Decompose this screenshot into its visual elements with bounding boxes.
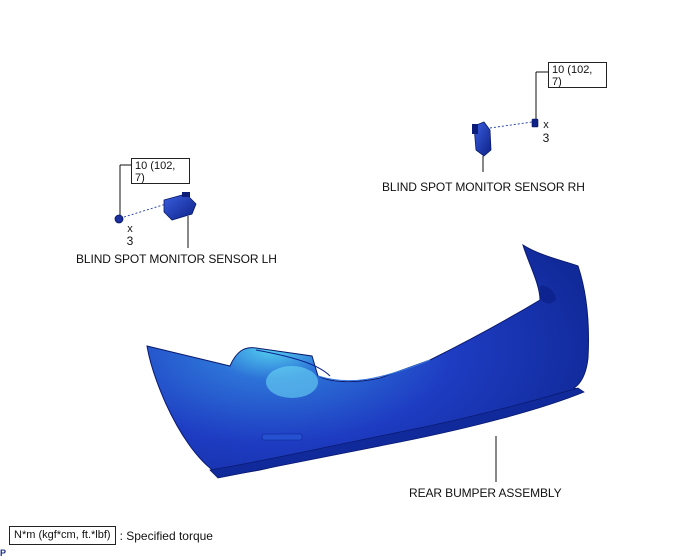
legend-unit-box: N*m (kgf*cm, ft.*lbf) <box>9 526 116 545</box>
torque-spec-lh: 10 (102, 7) <box>131 158 190 184</box>
blind-spot-sensor-lh-part <box>114 192 197 224</box>
label-rear-bumper-assembly: REAR BUMPER ASSEMBLY <box>409 486 562 500</box>
legend-description: : Specified torque <box>119 528 213 543</box>
rear-bumper-assembly <box>146 243 589 479</box>
torque-spec-rh: 10 (102, 7) <box>548 62 607 88</box>
torque-legend: N*m (kgf*cm, ft.*lbf) : Specified torque <box>9 526 213 545</box>
blind-spot-sensor-rh-part <box>472 118 539 157</box>
bolt-qty-rh: 3 <box>542 131 550 145</box>
leader-lines <box>119 71 548 482</box>
label-blind-spot-sensor-rh: BLIND SPOT MONITOR SENSOR RH <box>382 180 585 194</box>
label-blind-spot-sensor-lh: BLIND SPOT MONITOR SENSOR LH <box>76 252 277 266</box>
bolt-qty-lh: 3 <box>126 234 134 248</box>
figure-id: P <box>0 548 7 558</box>
bolt-qty-prefix-rh: x <box>543 119 549 131</box>
bolt-qty-prefix-lh: x <box>127 223 133 235</box>
